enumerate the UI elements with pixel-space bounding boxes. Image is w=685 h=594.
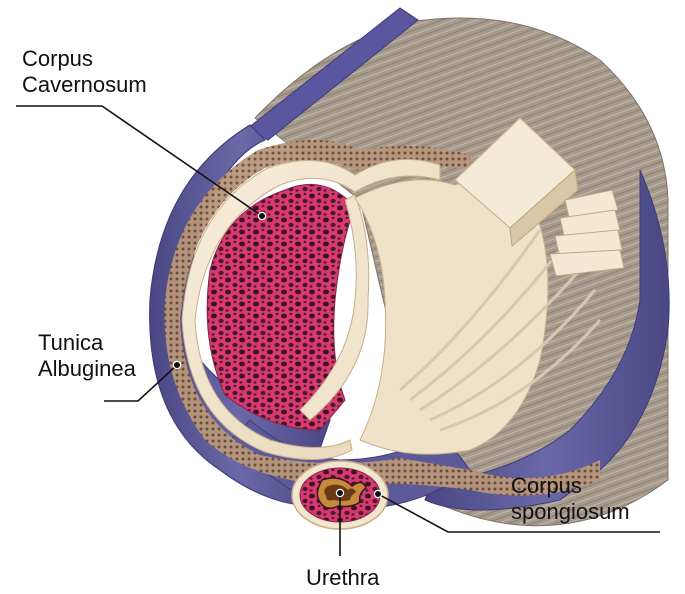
corpus-cavernosum-label-line1: Corpus xyxy=(22,46,93,71)
corpus-spongiosum-dot xyxy=(373,489,383,499)
tunica-albuginea-label: Tunica Albuginea xyxy=(38,330,136,382)
leader-dots xyxy=(172,211,383,499)
tunica-albuginea xyxy=(181,158,441,460)
tunica-albuginea-label-line1: Tunica xyxy=(38,330,104,355)
leader-lines xyxy=(16,105,660,556)
tunica-albuginea-dot xyxy=(172,360,182,370)
urethra-dot xyxy=(335,488,345,498)
tunica-albuginea-leader xyxy=(104,365,177,402)
corpus-cavernosum-leader xyxy=(16,105,263,217)
urethra-label-text: Urethra xyxy=(306,565,380,590)
fibrous-strands xyxy=(399,229,602,432)
corpus-spongiosum-label: Corpus spongiosum xyxy=(511,473,630,525)
urethra-label: Urethra xyxy=(306,565,379,591)
septum xyxy=(299,194,370,421)
corpus-spongiosum-leader xyxy=(377,493,660,533)
tunica-layers xyxy=(549,189,625,277)
corpus-cavernosum-label-line2: Cavernosum xyxy=(22,72,147,97)
corpus-spongiosum-label-line1: Corpus xyxy=(511,473,582,498)
corpus-spongiosum-label-line2: spongiosum xyxy=(511,499,630,524)
tunica-albuginea-label-line2: Albuginea xyxy=(38,356,136,381)
corpus-cavernosum-label: Corpus Cavernosum xyxy=(22,46,147,98)
corpus-cavernosum-dot xyxy=(257,211,267,221)
